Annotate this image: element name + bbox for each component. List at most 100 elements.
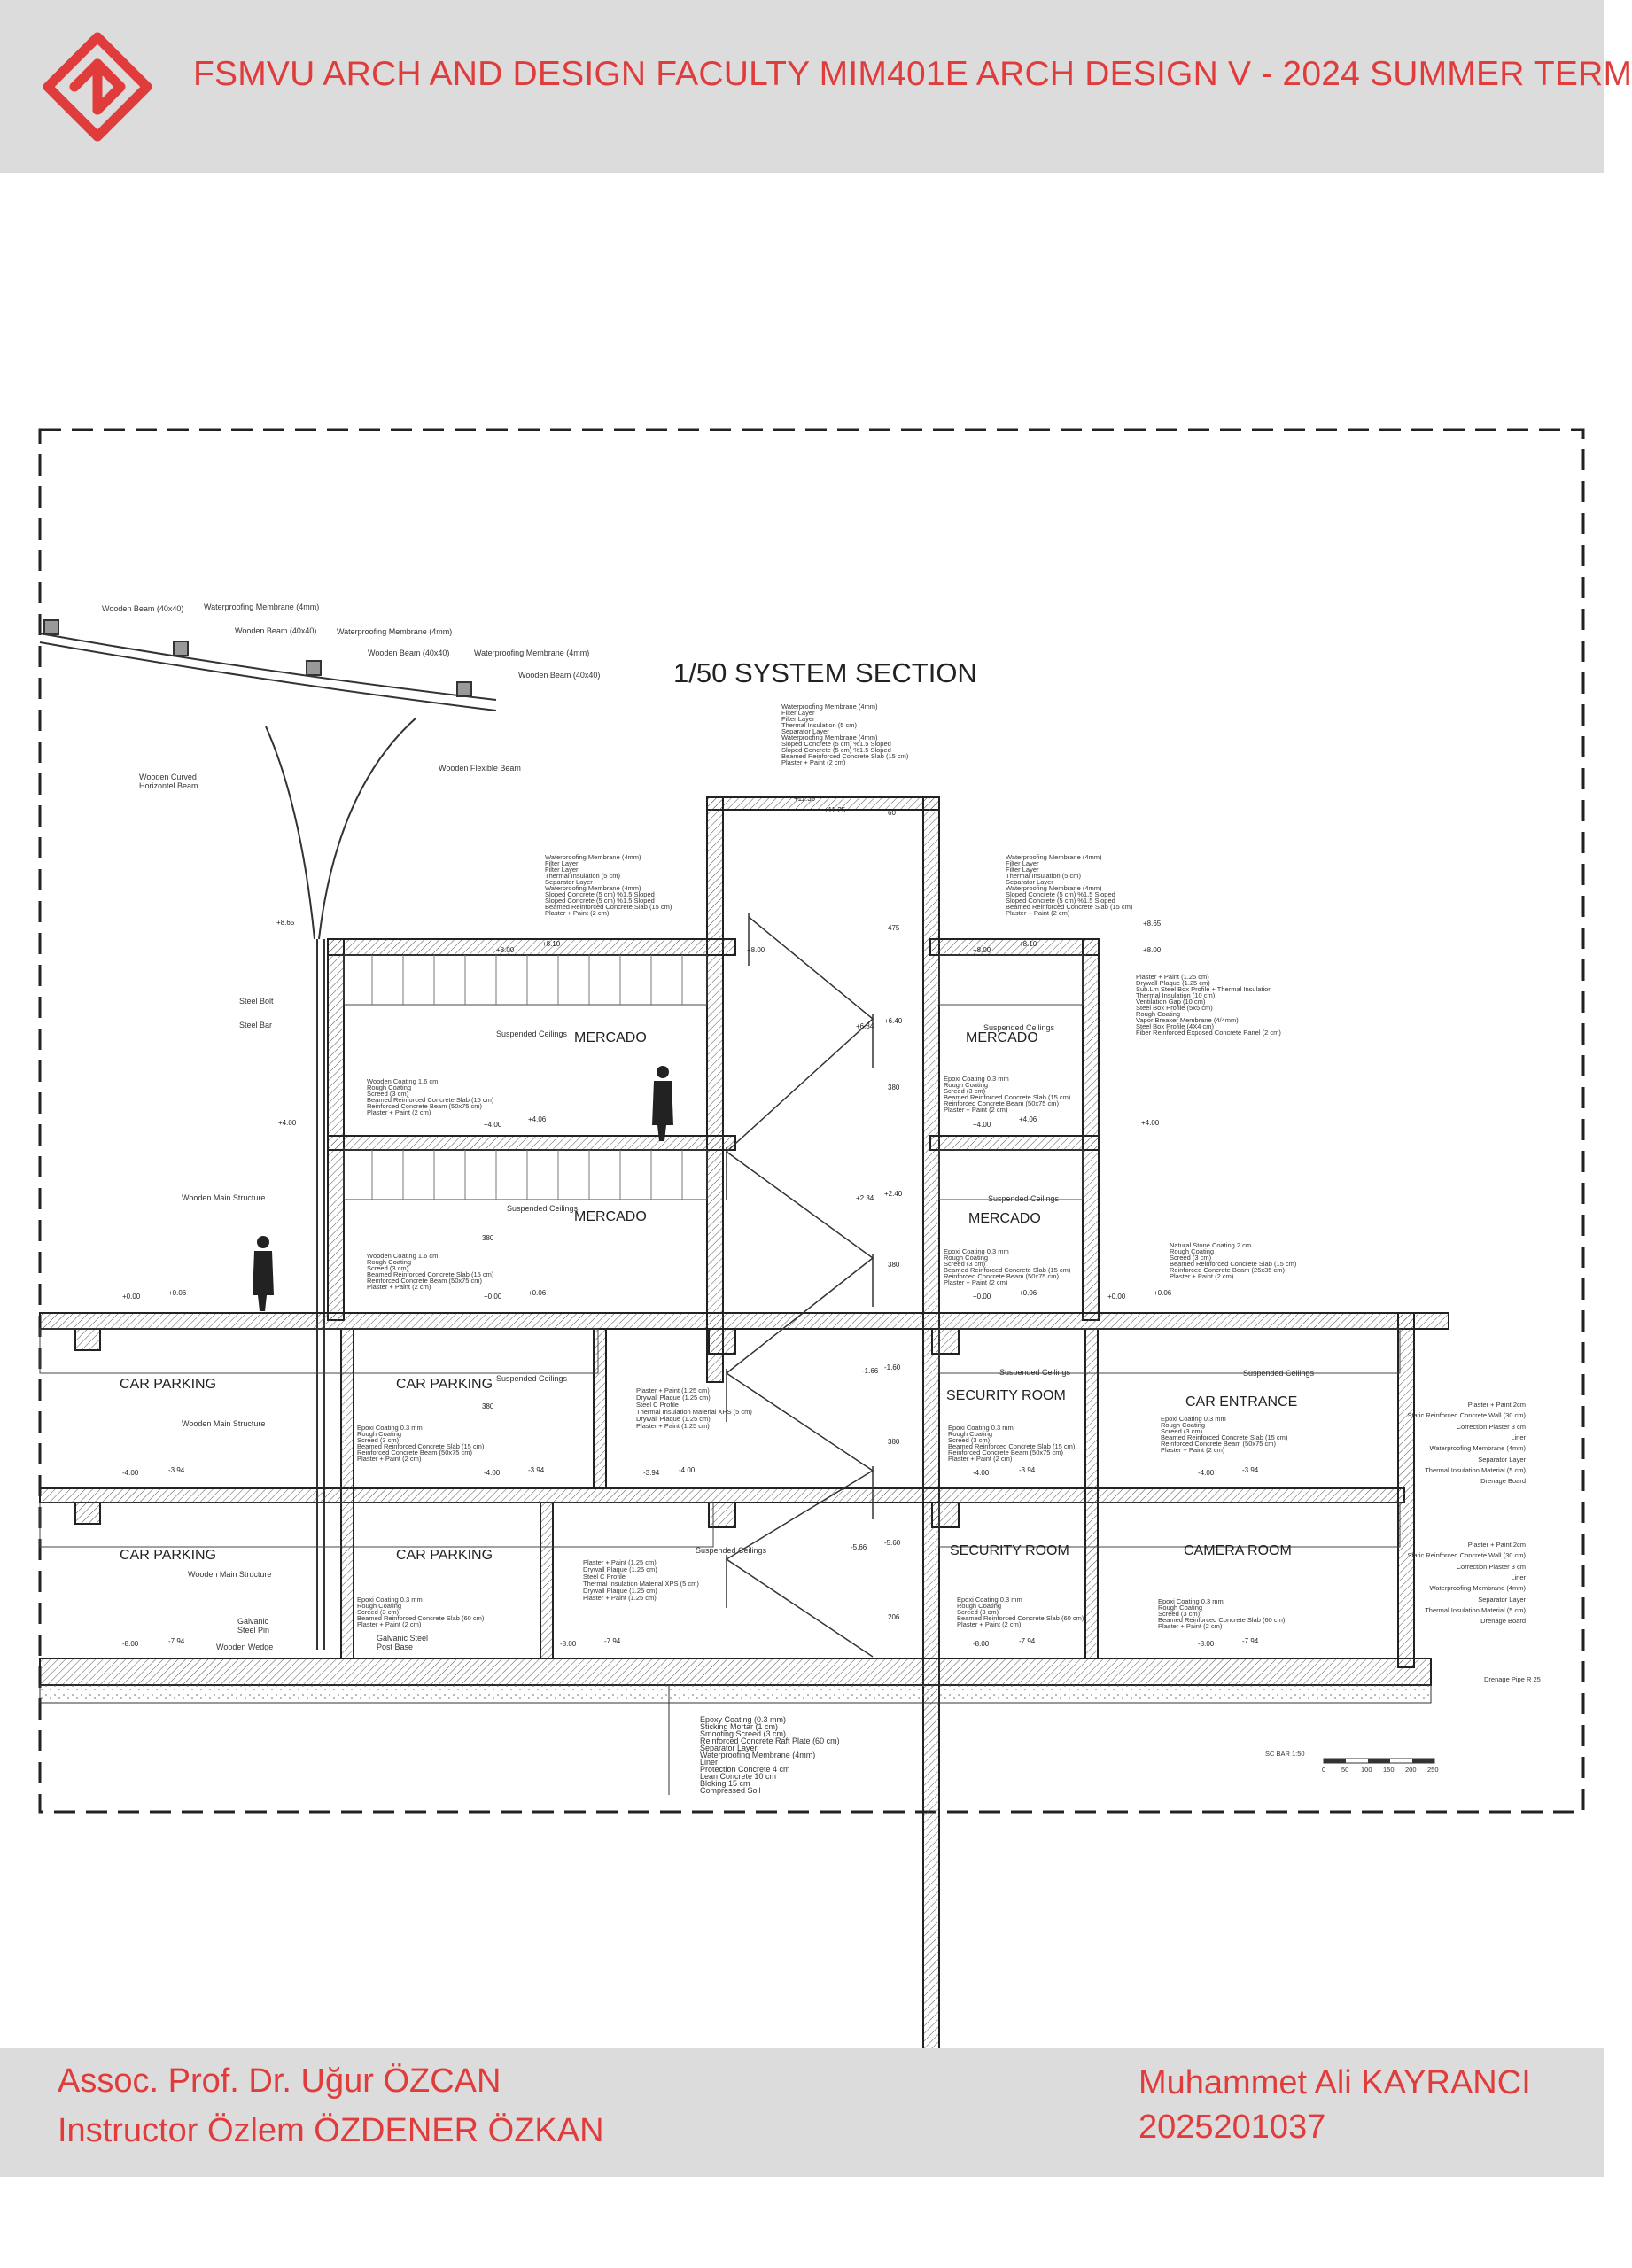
layer-label: Sloped Concrete (5 cm) %1.5 Sloped [1006, 897, 1115, 905]
layer-label: Rough Coating [957, 1602, 1001, 1610]
wedge-label: Wooden Wedge [216, 1643, 273, 1651]
dim-380-5: 380 [482, 1402, 494, 1410]
layer-label: Waterproofing Membrane (4mm) [1429, 1444, 1526, 1452]
layer-label: Filter Layer [781, 715, 815, 723]
epoxy-slab-layers-1: Epoxi Coating 0.3 mm Rough Coating Scree… [357, 1596, 485, 1628]
room-security-2: SECURITY ROOM [950, 1543, 1069, 1558]
layer-label: Thermal Insulation (5 cm) [545, 872, 621, 880]
layer-label: Liner [700, 1758, 718, 1767]
room-mercado-2: MERCADO [966, 1030, 1038, 1045]
level-m7-94-c: -7.94 [1019, 1637, 1036, 1645]
dim-475: 475 [888, 924, 900, 932]
layer-label: Static Reinforced Concrete Wall (30 cm) [1407, 1551, 1526, 1559]
dim-380-1: 380 [888, 1084, 900, 1091]
layer-label: Correction Plaster 3 cm [1457, 1423, 1526, 1431]
layer-label: Screed (3 cm) [357, 1608, 400, 1616]
layer-label: Reinforced Concrete Raft Plate (60 cm) [700, 1736, 840, 1745]
layer-label: Steel Box Profile (5x5 cm) [1136, 1004, 1213, 1012]
scale-tick-0: 0 [1322, 1766, 1325, 1774]
layer-label: Filter Layer [545, 859, 579, 867]
level-6-34: +6.34 [856, 1022, 874, 1030]
level-8-00-l: +8.00 [496, 946, 515, 954]
level-0-00-c: +0.00 [973, 1293, 991, 1301]
galvanic-pin-label-2: Steel Pin [237, 1626, 269, 1635]
layer-label: Liner [1511, 1573, 1526, 1581]
suspended-label-1: Suspended Ceilings [496, 1029, 568, 1038]
room-car-entrance: CAR ENTRANCE [1185, 1394, 1297, 1410]
level-0-06-c: +0.06 [1019, 1289, 1037, 1297]
layer-label: Screed (3 cm) [948, 1436, 991, 1444]
layer-label: Plaster + Paint (2 cm) [957, 1620, 1022, 1628]
layer-label: Sticking Mortar (1 cm) [700, 1722, 778, 1731]
layer-label: Plaster + Paint 2cm [1468, 1541, 1526, 1549]
layer-label: Drenage Board [1480, 1617, 1526, 1625]
layer-label: Thermal Insulation Material XPS (5 cm) [583, 1580, 699, 1588]
layer-label: Rough Coating [1161, 1421, 1205, 1429]
layer-label: Plaster + Paint (2 cm) [1161, 1446, 1225, 1454]
roof-label-wp-3: Waterproofing Membrane (4mm) [474, 649, 589, 657]
foundation-layers: Epoxy Coating (0.3 mm) Sticking Mortar (… [700, 1715, 840, 1795]
layer-label: Sub.Lm Steel Box Profile + Thermal Insul… [1136, 985, 1271, 993]
level-m3-94-d: -3.94 [1019, 1466, 1036, 1474]
layer-label: Drenage Board [1480, 1477, 1526, 1485]
layer-label: Sloped Concrete (5 cm) %1.5 Sloped [1006, 890, 1115, 898]
epoxy-slab-layers-2: Epoxi Coating 0.3 mm Rough Coating Scree… [957, 1596, 1084, 1628]
roof-label-beam-2: Wooden Beam (40x40) [235, 626, 316, 635]
instructor-1: Assoc. Prof. Dr. Uğur ÖZCAN [58, 2062, 501, 2100]
layer-label: Reinforced Concrete Beam (50x75 cm) [367, 1102, 483, 1110]
layer-label: Thermal Insulation Material (5 cm) [1425, 1466, 1526, 1474]
layer-label: Beamed Reinforced Concrete Slab (15 cm) [367, 1096, 494, 1104]
post-base-label-1: Galvanic Steel [377, 1634, 428, 1643]
layer-label: Waterproofing Membrane (4mm) [545, 853, 641, 861]
main-structure-label-3: Wooden Main Structure [188, 1570, 271, 1579]
level-m3-94-a: -3.94 [168, 1466, 185, 1474]
layer-label: Natural Stone Coating 2 cm [1170, 1241, 1251, 1249]
layer-label: Ventilation Gap (10 cm) [1136, 998, 1206, 1006]
layer-label: Beamed Reinforced Concrete Slab (15 cm) [545, 903, 672, 911]
layer-label: Static Reinforced Concrete Wall (30 cm) [1407, 1411, 1526, 1419]
layer-label: Reinforced Concrete Beam (25x35 cm) [1170, 1266, 1286, 1274]
dim-380-4: 380 [482, 1234, 494, 1242]
layer-label: Rough Coating [944, 1254, 988, 1262]
layer-label: Separator Layer [1006, 878, 1053, 886]
level-2-34: +2.34 [856, 1194, 874, 1202]
level-0-06-d: +0.06 [1154, 1289, 1172, 1297]
stone-floor-layers: Natural Stone Coating 2 cm Rough Coating… [1170, 1241, 1297, 1280]
layer-label: Reinforced Concrete Beam (50x75 cm) [944, 1272, 1060, 1280]
layer-label: Epoxi Coating 0.3 mm [944, 1247, 1009, 1255]
layer-label: Vapor Breaker Membrane (4/4mm) [1136, 1016, 1239, 1024]
staircase [725, 913, 874, 1658]
room-car-parking-3: CAR PARKING [120, 1548, 216, 1563]
roof-label-beam-4: Wooden Beam (40x40) [518, 671, 600, 680]
level-8-10-l: +8.10 [542, 940, 561, 948]
layer-label: Thermal Insulation (5 cm) [781, 721, 858, 729]
layer-label: Plaster + Paint (2 cm) [948, 1455, 1013, 1463]
level-2-40: +2.40 [884, 1190, 903, 1198]
layer-label: Separator Layer [545, 878, 593, 886]
level-8-65-left: +8.65 [276, 919, 295, 927]
dim-60: 60 [888, 809, 896, 817]
layer-label: Reinforced Concrete Beam (50x75 cm) [367, 1277, 483, 1285]
level-m5-60: -5.60 [884, 1539, 901, 1547]
layer-label: Drywall Plaque (1.25 cm) [636, 1415, 711, 1423]
main-structure-label-2: Wooden Main Structure [182, 1419, 265, 1428]
layer-label: Plaster + Paint (2 cm) [944, 1106, 1008, 1114]
level-m4-00-b: -4.00 [484, 1469, 501, 1477]
suspended-label-8: Suspended Ceilings [696, 1546, 767, 1555]
layer-label: Correction Plaster 3 cm [1457, 1563, 1526, 1571]
room-mercado-1: MERCADO [574, 1030, 647, 1045]
level-m5-66: -5.66 [851, 1543, 867, 1551]
retaining-layers-2: Plaster + Paint 2cm Static Reinforced Co… [1407, 1541, 1526, 1625]
layer-label: Screed (3 cm) [957, 1608, 999, 1616]
suspended-label-7: Suspended Ceilings [1243, 1369, 1315, 1378]
layer-label: Plaster + Paint (2 cm) [781, 758, 846, 766]
layer-label: Drywall Plaque (1.25 cm) [1136, 979, 1210, 987]
drainage-label: Drenage Pipe R 25 [1484, 1675, 1541, 1683]
layer-label: Screed (3 cm) [944, 1087, 986, 1095]
dim-380-3: 380 [888, 1438, 900, 1446]
suspended-label-3: Suspended Ceilings [507, 1204, 579, 1213]
epoxy-slab-layers-3: Epoxi Coating 0.3 mm Rough Coating Scree… [1158, 1597, 1286, 1630]
level-0-00-b: +0.00 [484, 1293, 502, 1301]
instructor-2: Instructor Özlem ÖZDENER ÖZKAN [58, 2112, 604, 2149]
level-m1-60: -1.60 [884, 1363, 901, 1371]
